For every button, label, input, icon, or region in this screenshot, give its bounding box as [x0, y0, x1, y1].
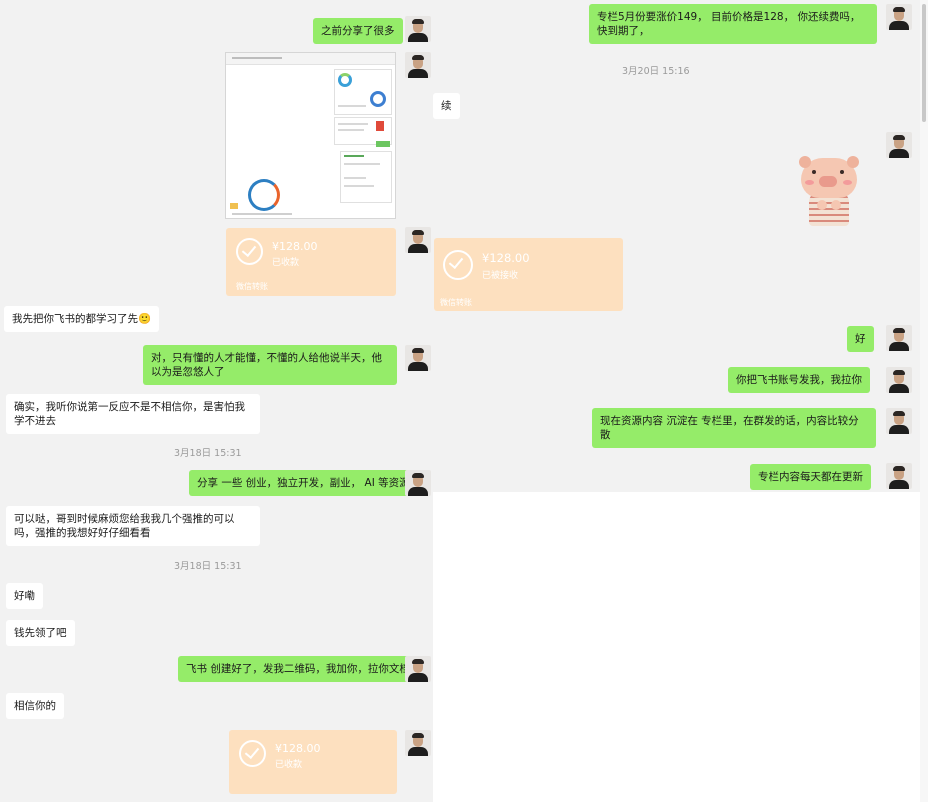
transfer-amount: ¥128.00: [482, 251, 530, 265]
left-chat-panel: 之前分享了很多 ¥128.00 已收款 微信转账 我先把你飞书的都学习了先🙂 对…: [0, 0, 433, 802]
avatar[interactable]: [405, 52, 431, 78]
avatar[interactable]: [886, 132, 912, 158]
timestamp: 3月20日 15:16: [622, 66, 690, 77]
transfer-card[interactable]: ¥128.00 已收款 微信转账: [226, 228, 396, 296]
check-circle-icon: [236, 238, 263, 265]
message-reply[interactable]: 确实，我听你说第一反应不是不相信你，是害怕我学不进去: [6, 394, 260, 434]
avatar[interactable]: [886, 4, 912, 30]
message-good[interactable]: 好: [847, 326, 874, 352]
avatar[interactable]: [405, 656, 431, 682]
transfer-amount: ¥128.00: [275, 742, 321, 755]
check-circle-icon: [239, 740, 266, 767]
right-chat-panel: 专栏5月份要涨价149， 目前价格是128， 你还续费吗，快到期了， 3月20日…: [433, 0, 920, 492]
message-renew[interactable]: 续: [433, 93, 460, 119]
message-trust[interactable]: 相信你的: [6, 693, 64, 719]
avatar[interactable]: [886, 325, 912, 351]
avatar[interactable]: [886, 367, 912, 393]
avatar[interactable]: [405, 16, 431, 42]
timestamp: 3月18日 15:31: [174, 561, 242, 572]
message-account[interactable]: 你把飞书账号发我，我拉你: [728, 367, 870, 393]
timestamp: 3月18日 15:31: [174, 448, 242, 459]
transfer-card[interactable]: ¥128.00 已收款: [229, 730, 397, 794]
screenshot-thumbnail[interactable]: [225, 52, 396, 219]
message-learn[interactable]: 我先把你飞书的都学习了先🙂: [4, 306, 160, 332]
avatar[interactable]: [405, 345, 431, 371]
message-feishu[interactable]: 飞书 创建好了，发我二维码，我加你，拉你文档: [178, 656, 418, 682]
avatar[interactable]: [405, 470, 431, 496]
message-price[interactable]: 专栏5月份要涨价149， 目前价格是128， 你还续费吗，快到期了，: [589, 4, 877, 44]
message-update[interactable]: 专栏内容每天都在更新: [750, 464, 871, 490]
message-money[interactable]: 钱先领了吧: [6, 620, 75, 646]
scrollbar-thumb[interactable]: [922, 4, 926, 122]
transfer-card[interactable]: ¥128.00 已被接收 微信转账: [434, 238, 623, 311]
transfer-amount: ¥128.00: [272, 240, 318, 253]
message-reply[interactable]: 对，只有懂的人才能懂，不懂的人给他说半天，他以为是忽悠人了: [143, 345, 397, 385]
pig-sticker[interactable]: [797, 154, 861, 228]
transfer-footer: 微信转账: [236, 282, 268, 291]
transfer-status: 已收款: [272, 258, 300, 268]
message-intro[interactable]: 之前分享了很多: [313, 18, 403, 44]
transfer-status: 已收款: [275, 760, 303, 770]
message-share[interactable]: 分享 一些 创业，独立开发，副业， AI 等资源: [189, 470, 418, 496]
smile-emoji-icon: 🙂: [138, 313, 152, 325]
avatar[interactable]: [886, 463, 912, 489]
transfer-footer: 微信转账: [440, 298, 472, 307]
avatar[interactable]: [405, 730, 431, 756]
message-resources[interactable]: 现在资源内容 沉淀在 专栏里，在群发的话，内容比较分散: [592, 408, 876, 448]
avatar[interactable]: [886, 408, 912, 434]
message-ok[interactable]: 好嘞: [6, 583, 43, 609]
avatar[interactable]: [405, 227, 431, 253]
check-circle-icon: [443, 250, 473, 280]
transfer-status: 已被接收: [482, 271, 519, 281]
scrollbar-track[interactable]: [920, 0, 928, 802]
message-text: 我先把你飞书的都学习了先: [12, 313, 138, 325]
message-request[interactable]: 可以哒，哥到时候麻烦您给我我几个强推的可以吗，强推的我想好好仔细看看: [6, 506, 260, 546]
